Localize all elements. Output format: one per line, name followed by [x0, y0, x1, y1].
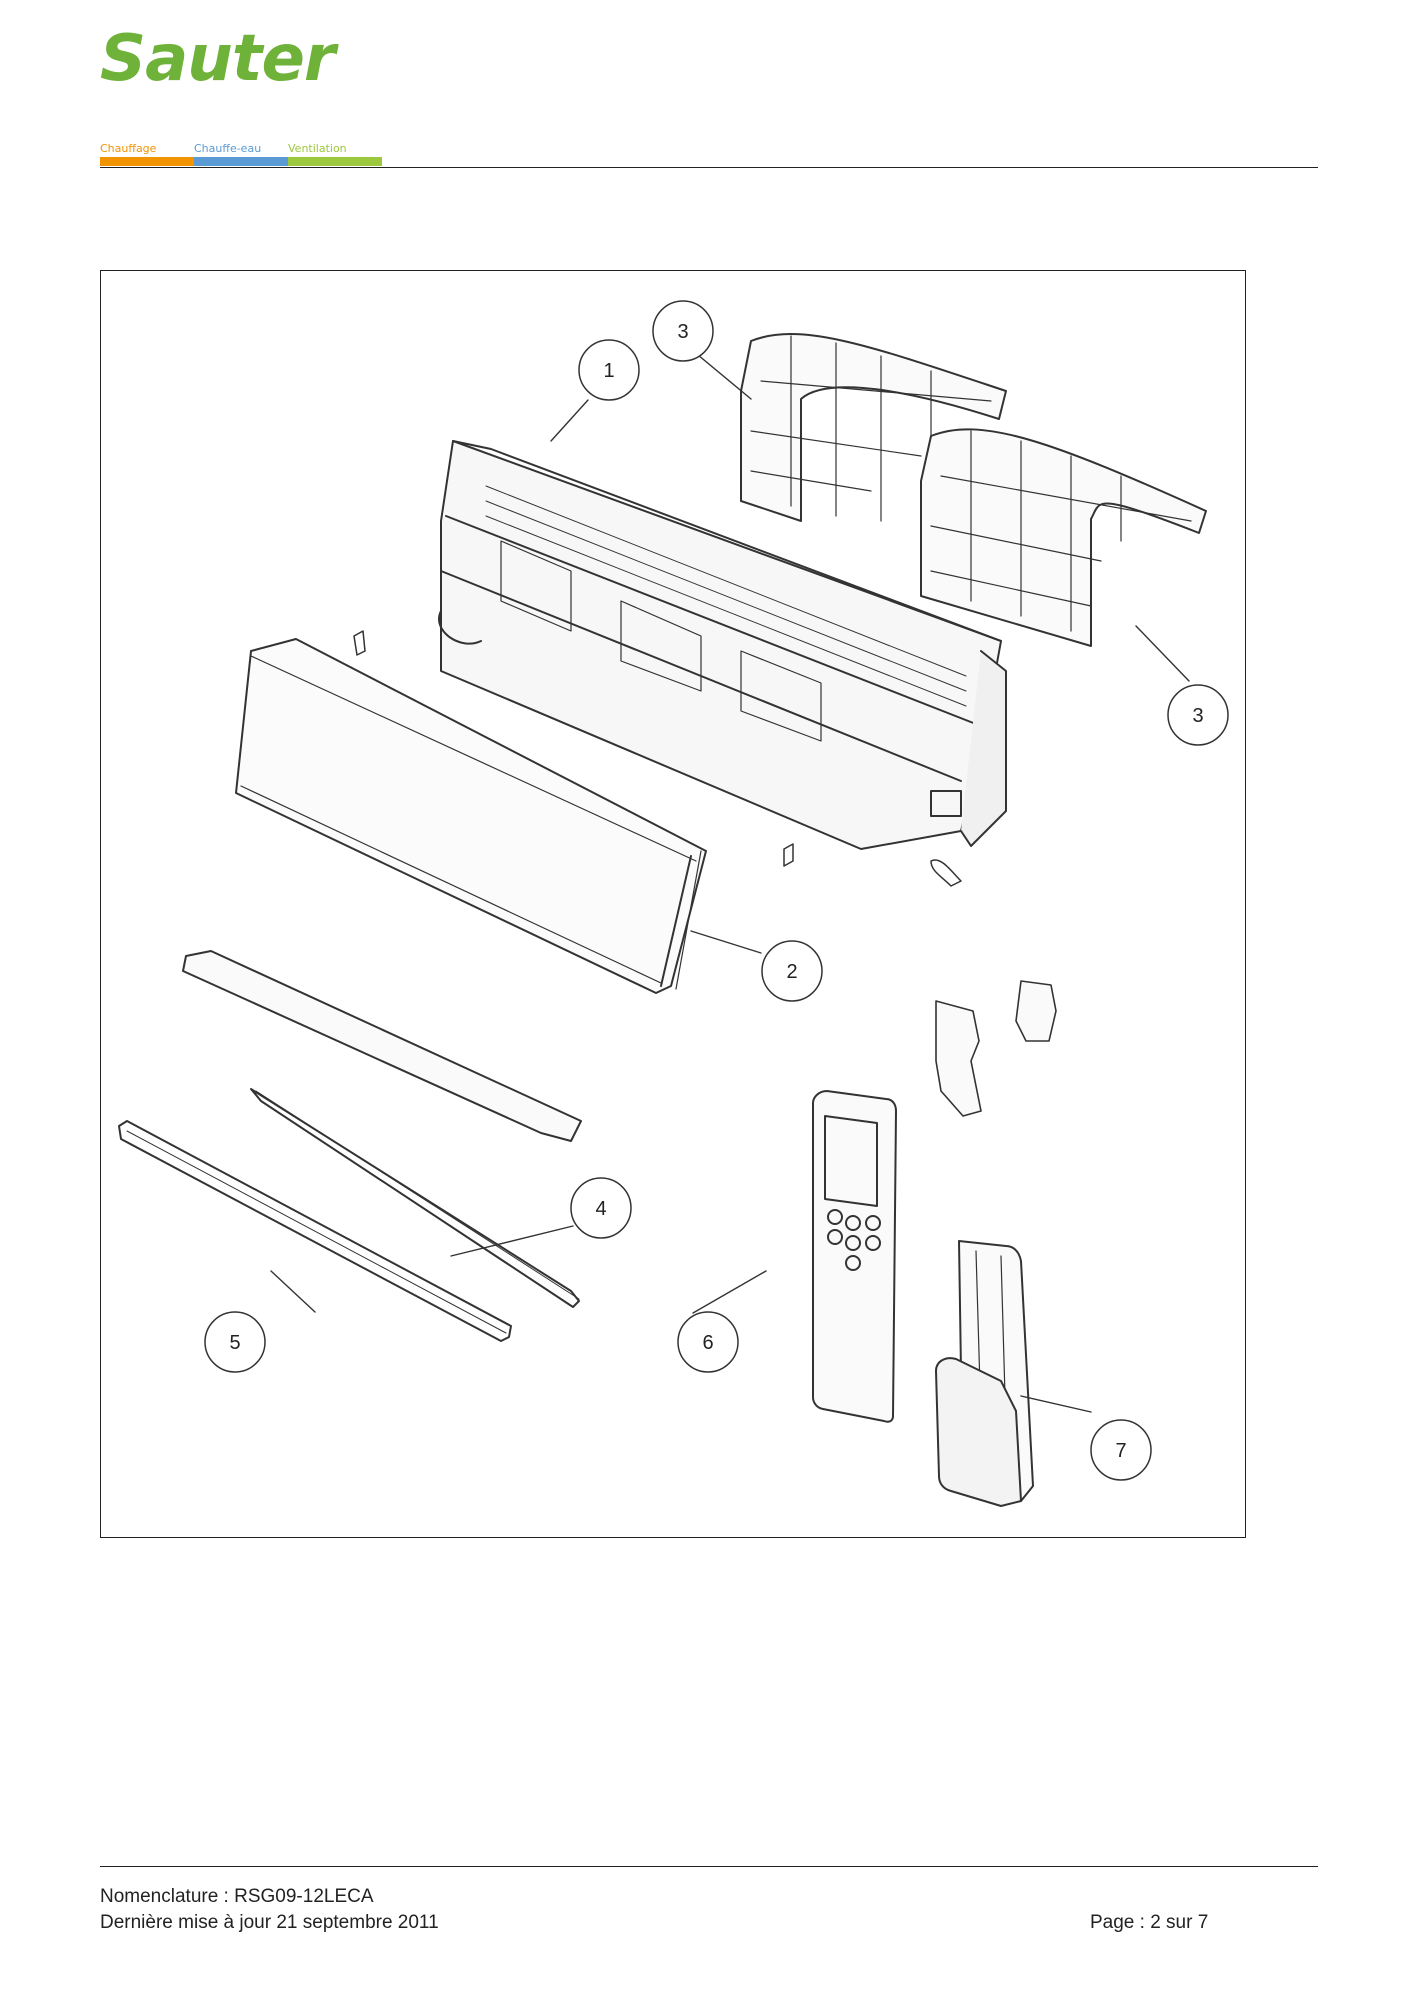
horizontal-louver: [182, 950, 582, 1308]
callout-number: 2: [786, 961, 797, 983]
callout-number: 7: [1115, 1440, 1126, 1462]
category-chauffe-eau: Chauffe-eau: [194, 142, 288, 166]
callout-number: 1: [603, 360, 614, 382]
indoor-unit-chassis: [438, 440, 1007, 850]
remote-holder: [935, 1240, 1034, 1507]
air-filter-upper: [740, 333, 1007, 522]
horizontal-louver-lower: [118, 1120, 512, 1342]
category-bar: Chauffage Chauffe-eau Ventilation: [100, 142, 382, 166]
callout-leaders: [270, 349, 1190, 1413]
header-divider: [100, 167, 1318, 168]
footer-last-updated: Dernière mise à jour 21 septembre 2011: [100, 1912, 439, 1933]
category-label: Chauffe-eau: [194, 142, 262, 155]
callout-number: 3: [677, 321, 688, 343]
callout-number: 5: [229, 1332, 240, 1354]
callout-number: 4: [595, 1198, 606, 1220]
footer-page-number: Page : 2 sur 7: [1090, 1912, 1209, 1933]
mounting-clips: [353, 630, 962, 887]
callout-number: 6: [702, 1332, 713, 1354]
front-panel: [235, 638, 707, 994]
category-label: Chauffage: [100, 142, 157, 155]
brand-logo-text: Sauter: [100, 22, 335, 96]
category-color-bar: [100, 157, 194, 166]
exploded-diagram: 1 2 3 3 4 5 6 7: [100, 270, 1246, 1538]
category-ventilation: Ventilation: [288, 142, 382, 166]
footer-nomenclature: Nomenclature : RSG09-12LECA: [100, 1886, 374, 1907]
category-color-bar: [194, 157, 288, 166]
callout-4: 4: [570, 1177, 632, 1239]
callout-7: 7: [1090, 1419, 1152, 1481]
callout-3-upper: 3: [652, 300, 714, 362]
remote-control: [812, 1090, 897, 1423]
air-filter-lower: [920, 428, 1207, 647]
diagram-canvas: 1 2 3 3 4 5 6 7: [118, 300, 1229, 1507]
callout-6: 6: [677, 1311, 739, 1373]
callout-5: 5: [204, 1311, 266, 1373]
category-chauffage: Chauffage: [100, 142, 194, 166]
brand-logo: Sauter: [100, 22, 390, 102]
category-label: Ventilation: [288, 142, 347, 155]
callout-2: 2: [761, 940, 823, 1002]
remote-bracket-pieces: [935, 980, 1057, 1117]
callout-1: 1: [578, 339, 640, 401]
category-color-bar: [288, 157, 382, 166]
callout-3-lower: 3: [1167, 684, 1229, 746]
callout-number: 3: [1192, 705, 1203, 727]
footer-divider: [100, 1866, 1318, 1867]
